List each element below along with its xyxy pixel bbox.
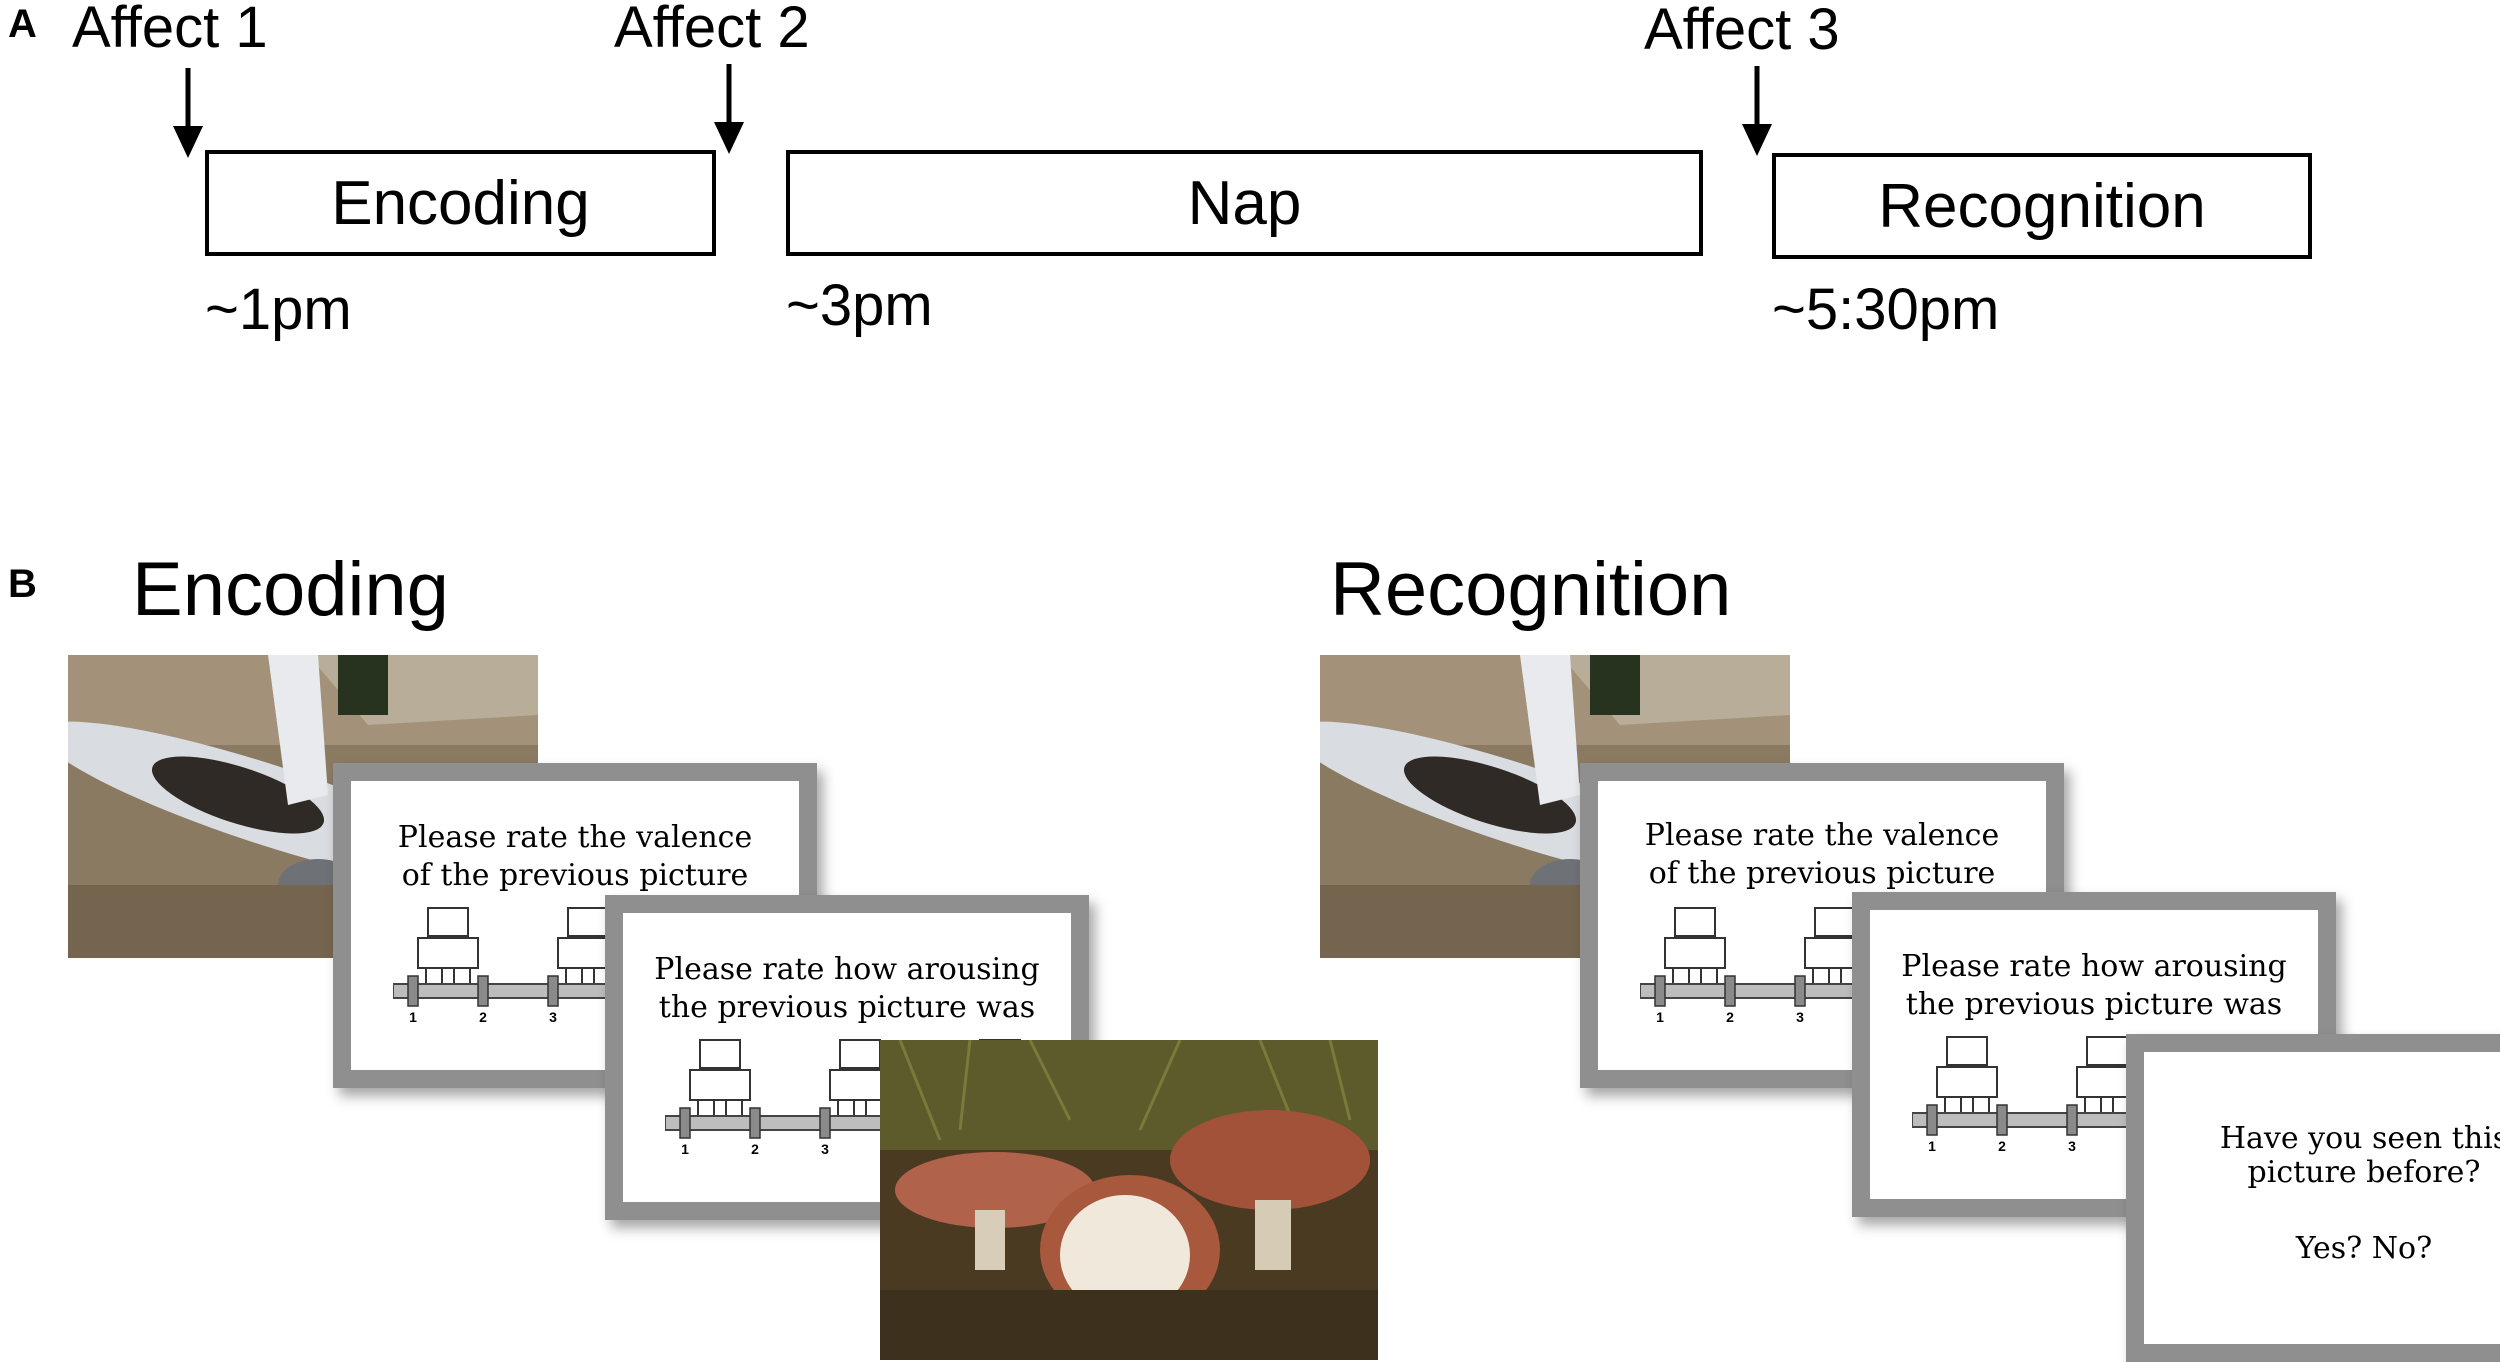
rating-figure — [417, 907, 479, 985]
rating-tick — [819, 1107, 831, 1139]
rating-number: 2 — [1998, 1138, 2006, 1154]
affect-3-arrow — [1742, 66, 1772, 156]
recognition-answers: Yes? No? — [2295, 1231, 2433, 1266]
recognition-question-screen: Have you seen this picture before? Yes? … — [2126, 1034, 2500, 1362]
affect-3-label: Affect 3 — [1644, 0, 1840, 62]
rating-number: 1 — [1656, 1009, 1664, 1025]
arousal-prompt: Please rate how arousing the previous pi… — [654, 952, 1040, 1025]
encoding-stage-box: Encoding — [205, 150, 716, 256]
rating-tick — [1794, 975, 1806, 1007]
encoding-time: ~1pm — [205, 277, 352, 342]
rating-tick — [1996, 1104, 2008, 1136]
rating-number: 3 — [2068, 1138, 2076, 1154]
rating-tick — [2066, 1104, 2078, 1136]
recognition-time: ~5:30pm — [1772, 277, 2000, 342]
rating-tick — [1654, 975, 1666, 1007]
rating-figure — [1664, 907, 1726, 985]
rating-number: 1 — [409, 1009, 417, 1025]
rating-number: 2 — [479, 1009, 487, 1025]
panel-a-letter: A — [8, 2, 37, 46]
recognition-arousal-prompt: Please rate how arousing the previous pi… — [1901, 949, 2287, 1022]
recognition-stage-label: Recognition — [1878, 171, 2206, 241]
rating-figure — [689, 1039, 751, 1117]
rating-tick — [1926, 1104, 1938, 1136]
rating-number: 2 — [1726, 1009, 1734, 1025]
nap-stage-label: Nap — [1187, 168, 1302, 238]
nap-stage-box: Nap — [786, 150, 1703, 256]
mushroom-photo — [880, 1040, 1378, 1360]
affect-1-label: Affect 1 — [72, 0, 268, 60]
rating-tick — [547, 975, 559, 1007]
rating-tick — [679, 1107, 691, 1139]
rating-number: 3 — [1796, 1009, 1804, 1025]
affect-2-arrow — [714, 64, 744, 154]
rating-number: 1 — [1928, 1138, 1936, 1154]
encoding-arousal-screen: Please rate how arousing the previous pi… — [605, 895, 1089, 1220]
encoding-section-title: Encoding — [132, 547, 449, 632]
rating-number: 3 — [549, 1009, 557, 1025]
recognition-valence-prompt: Please rate the valence of the previous … — [1644, 818, 2000, 891]
rating-tick — [1724, 975, 1736, 1007]
rating-number: 2 — [751, 1141, 759, 1157]
rating-figure — [1936, 1036, 1998, 1114]
affect-1-arrow — [173, 68, 203, 158]
recognition-section-title: Recognition — [1330, 547, 1732, 632]
nap-time: ~3pm — [786, 273, 933, 338]
rating-tick — [477, 975, 489, 1007]
affect-2-label: Affect 2 — [614, 0, 810, 60]
rating-number: 1 — [681, 1141, 689, 1157]
recognition-stage-box: Recognition — [1772, 153, 2312, 259]
rating-tick — [407, 975, 419, 1007]
valence-prompt: Please rate the valence of the previous … — [397, 820, 753, 893]
panel-b-letter: B — [8, 562, 37, 606]
recognition-question: Have you seen this picture before? — [2219, 1121, 2500, 1190]
rating-tick — [749, 1107, 761, 1139]
rating-number: 3 — [821, 1141, 829, 1157]
encoding-stage-label: Encoding — [331, 168, 590, 238]
